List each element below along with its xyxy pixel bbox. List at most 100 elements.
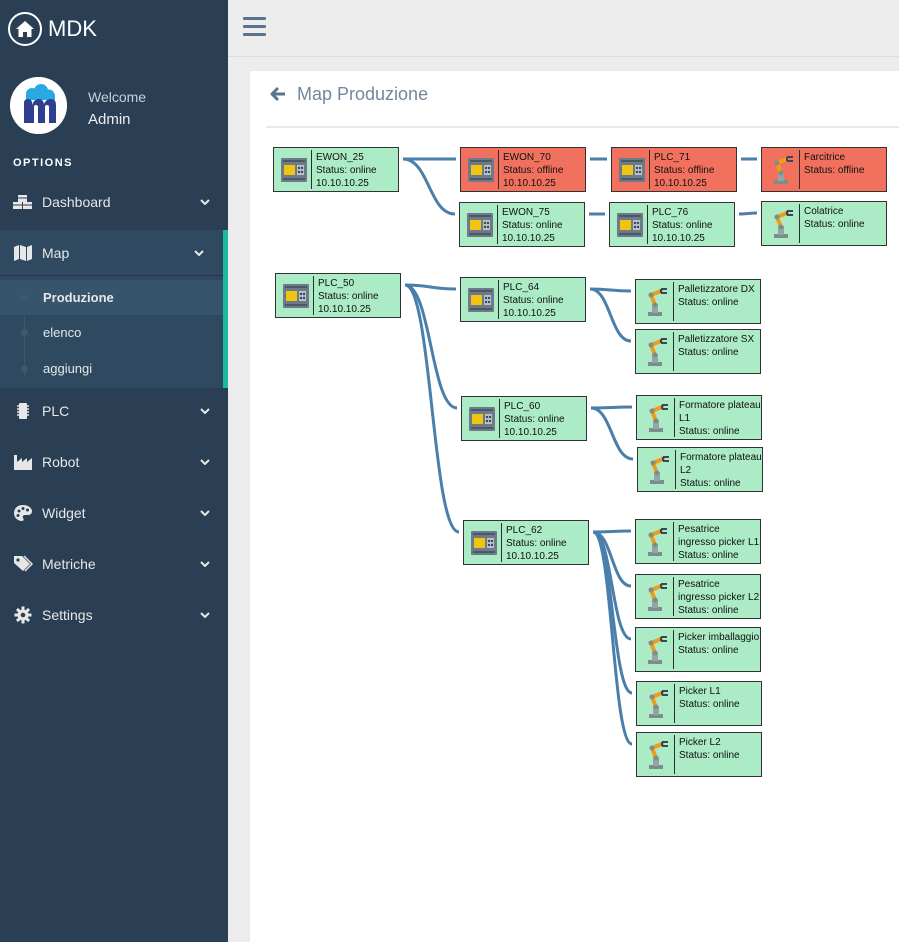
robot-arm-icon: [638, 630, 674, 669]
map-node-pick1[interactable]: Picker L1Status: online: [636, 681, 762, 726]
map-node-pes1[interactable]: Pesatrice ingresso picker L1Status: onli…: [635, 519, 761, 564]
map-node-paldx[interactable]: Palletizzatore DXStatus: online: [635, 279, 761, 324]
submenu-dot: [21, 329, 28, 336]
sidebar-item-plc[interactable]: PLC: [0, 391, 228, 431]
sidebar-item-robot[interactable]: Robot: [0, 442, 228, 482]
node-status: Status: online: [678, 644, 759, 657]
sidebar-item-map[interactable]: Map: [0, 233, 223, 273]
robot-arm-icon: [764, 150, 800, 189]
node-name: PLC_60: [504, 400, 565, 413]
submenu-item-elenco[interactable]: elenco: [0, 315, 223, 350]
node-status: Status: online: [678, 346, 754, 359]
node-status: Status: online: [680, 477, 762, 490]
node-name: EWON_75: [502, 206, 563, 219]
options-label: OPTIONS: [13, 157, 73, 169]
industry-icon: [12, 453, 34, 471]
map-node-colatrice[interactable]: ColatriceStatus: online: [761, 201, 887, 246]
node-status: Status: offline: [654, 164, 714, 177]
node-status: Status: online: [504, 413, 565, 426]
map-node-pickimb[interactable]: Picker imballaggioStatus: online: [635, 627, 761, 672]
map-node-pes2[interactable]: Pesatrice ingresso picker L2Status: onli…: [635, 574, 761, 619]
plc-icon: [463, 150, 499, 189]
robot-arm-icon: [638, 577, 674, 616]
robot-arm-icon: [764, 204, 800, 243]
map-node-ewon75[interactable]: EWON_75Status: online10.10.10.25: [459, 202, 585, 247]
robot-arm-icon: [638, 522, 674, 561]
node-status: Status: online: [652, 219, 713, 232]
sidebar-item-label: Metriche: [42, 556, 198, 572]
map-node-plc60[interactable]: PLC_60Status: online10.10.10.25: [461, 396, 587, 441]
node-status: Status: online: [679, 425, 761, 438]
map-icon: [12, 244, 34, 262]
submenu-label: Produzione: [43, 290, 114, 305]
sidebar-item-settings[interactable]: Settings: [0, 595, 228, 635]
node-status: Status: online: [804, 218, 865, 231]
page-title: Map Produzione: [297, 84, 428, 105]
node-name: Formatore plateau L2: [680, 451, 762, 477]
map-node-plc76[interactable]: PLC_76Status: online10.10.10.25: [609, 202, 735, 247]
node-ip: 10.10.10.25: [506, 550, 567, 563]
avatar[interactable]: [10, 77, 67, 134]
node-status: Status: online: [316, 164, 377, 177]
sidebar-item-label: PLC: [42, 403, 198, 419]
home-icon: [8, 12, 42, 46]
gear-icon: [12, 606, 34, 624]
robot-arm-icon: [639, 735, 675, 774]
node-status: Status: online: [503, 294, 564, 307]
menu-toggle-icon[interactable]: [243, 17, 266, 37]
plc-icon: [612, 205, 648, 244]
sidebar-item-metriche[interactable]: Metriche: [0, 544, 228, 584]
sidebar-item-dashboard[interactable]: Dashboard: [0, 182, 228, 222]
node-text: Picker L1Status: online: [675, 682, 740, 711]
profile: [10, 77, 67, 134]
sidebar-item-widget[interactable]: Widget: [0, 493, 228, 533]
map-node-ewon25[interactable]: EWON_25Status: online10.10.10.25: [273, 147, 399, 192]
title-divider: [266, 126, 899, 128]
map-node-plc50[interactable]: PLC_50Status: online10.10.10.25: [275, 273, 401, 318]
map-node-palsx[interactable]: Palletizzatore SXStatus: online: [635, 329, 761, 374]
node-text: Formatore plateau L1Status: online: [675, 396, 761, 438]
submenu-label: elenco: [43, 325, 81, 340]
node-status: Status: online: [679, 749, 740, 762]
robot-arm-icon: [639, 398, 675, 437]
tags-icon: [12, 555, 34, 573]
sidebar-item-label: Settings: [42, 607, 198, 623]
node-text: EWON_70Status: offline10.10.10.25: [499, 148, 563, 190]
node-status: Status: online: [678, 296, 755, 309]
submenu-item-produzione[interactable]: Produzione: [0, 280, 223, 315]
node-text: FarcitriceStatus: offline: [800, 148, 864, 177]
node-ip: 10.10.10.25: [654, 177, 714, 190]
node-text: EWON_75Status: online10.10.10.25: [498, 203, 563, 245]
map-node-form2[interactable]: Formatore plateau L2Status: online: [637, 447, 763, 492]
map-node-farcitrice[interactable]: FarcitriceStatus: offline: [761, 147, 887, 192]
map-node-plc64[interactable]: PLC_64Status: online10.10.10.25: [460, 277, 586, 322]
node-status: Status: online: [679, 698, 740, 711]
node-ip: 10.10.10.25: [504, 426, 565, 439]
robot-arm-icon: [638, 282, 674, 321]
map-node-ewon70[interactable]: EWON_70Status: offline10.10.10.25: [460, 147, 586, 192]
map-node-form1[interactable]: Formatore plateau L1Status: online: [636, 395, 762, 440]
sidebar-item-label: Dashboard: [42, 194, 198, 210]
node-name: Picker imballaggio: [678, 631, 759, 644]
map-node-plc62[interactable]: PLC_62Status: online10.10.10.25: [463, 520, 589, 565]
submenu-item-aggiungi[interactable]: aggiungi: [0, 351, 223, 386]
node-text: Palletizzatore SXStatus: online: [674, 330, 754, 359]
welcome-text: Welcome: [88, 89, 146, 105]
map-node-plc71[interactable]: PLC_71Status: offline10.10.10.25: [611, 147, 737, 192]
node-name: PLC_62: [506, 524, 567, 537]
plc-icon: [462, 205, 498, 244]
node-status: Status: offline: [804, 164, 864, 177]
node-status: Status: online: [678, 604, 760, 617]
node-name: Formatore plateau L1: [679, 399, 761, 425]
robot-arm-icon: [639, 684, 675, 723]
node-name: Palletizzatore SX: [678, 333, 754, 346]
submenu-dot: [21, 294, 28, 301]
plc-icon: [276, 150, 312, 189]
divider: [0, 275, 223, 276]
node-text: PLC_60Status: online10.10.10.25: [500, 397, 565, 439]
node-text: ColatriceStatus: online: [800, 202, 865, 231]
arrow-left-icon[interactable]: [270, 86, 288, 102]
node-text: PLC_71Status: offline10.10.10.25: [650, 148, 714, 190]
map-node-pick2[interactable]: Picker L2Status: online: [636, 732, 762, 777]
brand[interactable]: MDK: [8, 11, 97, 47]
